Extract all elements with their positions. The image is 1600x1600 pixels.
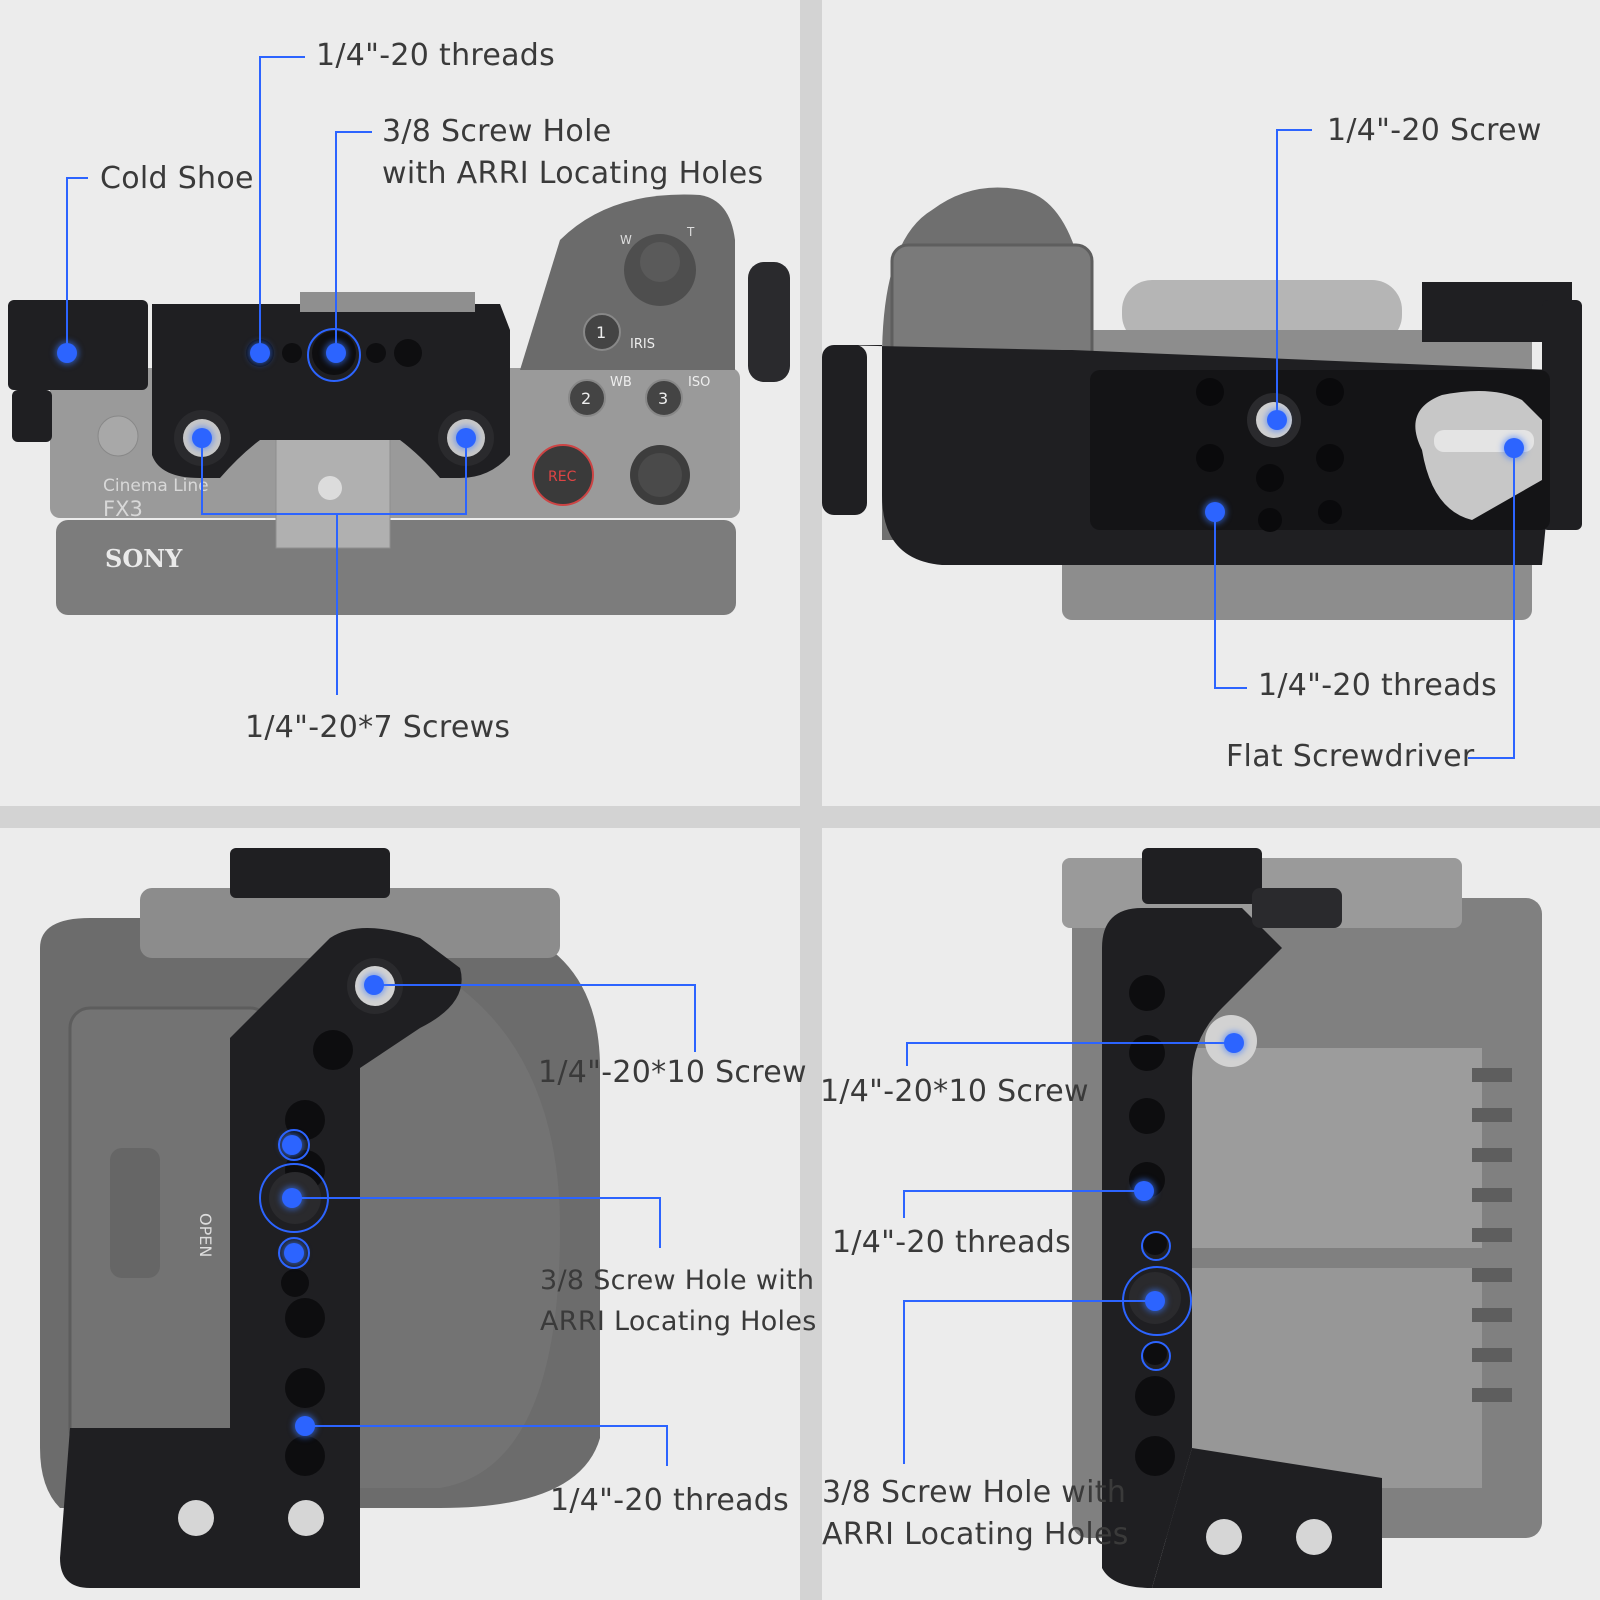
- screw-hole-label-line1: 3/8 Screw Hole with: [540, 1265, 815, 1296]
- screwdriver-label: Flat Screwdriver: [1226, 739, 1475, 774]
- svg-text:T: T: [686, 225, 695, 239]
- screw-marker-right: [456, 428, 476, 448]
- threads-marker: [250, 343, 270, 363]
- camera-bottom-view-illustration: [822, 187, 1582, 620]
- threads-label: 1/4"-20 threads: [316, 38, 556, 73]
- threads-marker: [295, 1416, 315, 1436]
- screw-hole-ring: [259, 1163, 329, 1233]
- grip-side-panel: OPEN 1/4"-20*10 Screw 3/8 Screw Hole: [0, 828, 816, 1600]
- locating-hole-ring-top: [1141, 1231, 1171, 1261]
- bottom-view-panel: 1/4"-20 Screw 1/4"-20 threads Flat Screw…: [822, 0, 1600, 806]
- screw-hole-label-line1: 3/8 Screw Hole with: [822, 1475, 1127, 1510]
- threads-label: 1/4"-20 threads: [1258, 668, 1498, 703]
- screw-marker: [1224, 1033, 1244, 1053]
- screw-hole-label-line1: 3/8 Screw Hole: [382, 114, 612, 149]
- screw-hole-label-line2: ARRI Locating Holes: [822, 1517, 1129, 1552]
- screw-label: 1/4"-20*10 Screw: [538, 1055, 807, 1090]
- svg-text:ISO: ISO: [688, 375, 710, 390]
- screw-hole-label-line2: with ARRI Locating Holes: [382, 156, 764, 191]
- locating-hole-ring-bottom: [278, 1237, 310, 1269]
- screw-hole-ring: [307, 328, 361, 382]
- svg-text:REC: REC: [548, 469, 577, 485]
- svg-text:IRIS: IRIS: [630, 337, 655, 352]
- screw-hole-ring: [1122, 1266, 1192, 1336]
- svg-text:2: 2: [581, 389, 591, 408]
- screw-label: 1/4"-20*10 Screw: [820, 1074, 1089, 1109]
- top-view-panel: W T 1 IRIS 2 WB 3 ISO REC SONY Cinema Li…: [0, 0, 800, 806]
- cold-shoe-label: Cold Shoe: [100, 161, 254, 196]
- threads-label: 1/4"-20 threads: [832, 1225, 1072, 1260]
- svg-text:OPEN: OPEN: [196, 1213, 215, 1257]
- left-side-panel: 1/4"-20*10 Screw 1/4"-20 threads 3/8 Scr…: [820, 828, 1600, 1600]
- screw-label: 1/4"-20 Screw: [1327, 113, 1542, 148]
- screwdriver-marker: [1504, 438, 1524, 458]
- svg-text:W: W: [620, 233, 632, 247]
- svg-text:FX3: FX3: [103, 497, 143, 521]
- svg-text:WB: WB: [610, 375, 632, 390]
- svg-text:SONY: SONY: [105, 544, 183, 573]
- locating-hole-ring-bottom: [1141, 1341, 1171, 1371]
- screw-marker: [1267, 410, 1287, 430]
- threads-marker: [1134, 1181, 1154, 1201]
- svg-text:Cinema Line: Cinema Line: [103, 476, 209, 496]
- threads-marker: [1205, 502, 1225, 522]
- svg-text:3: 3: [658, 389, 668, 408]
- cold-shoe-marker: [57, 343, 77, 363]
- screw-marker-left: [192, 428, 212, 448]
- screws-label: 1/4"-20*7 Screws: [245, 710, 511, 745]
- svg-text:1: 1: [596, 323, 606, 342]
- threads-label: 1/4"-20 threads: [550, 1483, 790, 1518]
- screw-marker: [364, 975, 384, 995]
- screw-hole-label-line2: ARRI Locating Holes: [540, 1306, 817, 1337]
- locating-hole-ring-top: [278, 1129, 310, 1161]
